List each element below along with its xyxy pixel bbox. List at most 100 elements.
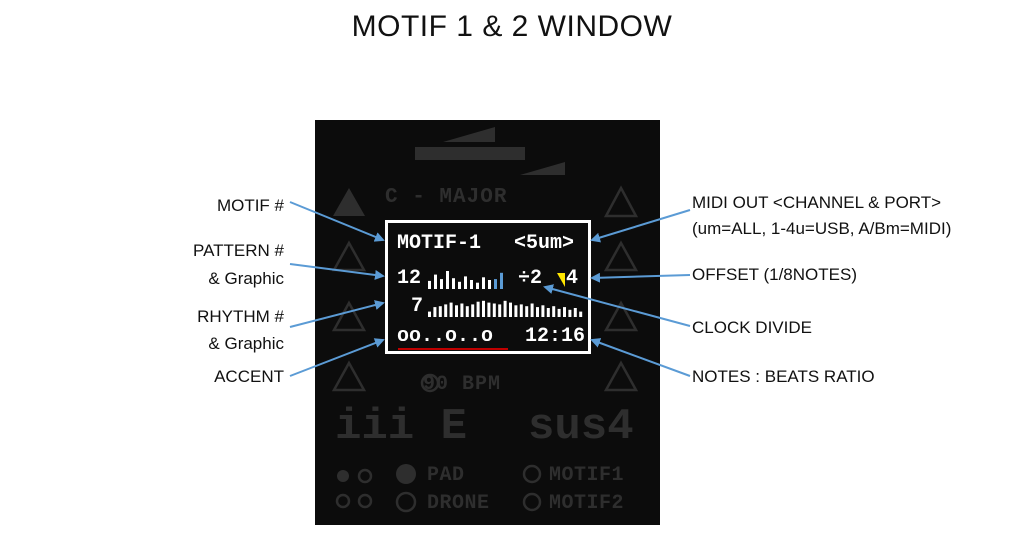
graphic-bar (438, 306, 442, 317)
motif2-button[interactable]: MOTIF2 (549, 492, 625, 515)
graphic-bar (492, 303, 496, 317)
graphic-bar (487, 302, 491, 317)
pattern-graphic (428, 271, 503, 289)
graphic-bar (498, 304, 502, 317)
graphic-bar (433, 307, 437, 317)
bpm-circle-icon (420, 373, 440, 393)
graphic-bar (573, 308, 577, 317)
triangle-outline-icon (331, 240, 367, 272)
midi-out-label: <5um> (514, 232, 575, 255)
rhythm-number: 7 (411, 295, 424, 318)
small-circle-filled-icon (337, 470, 349, 482)
triangle-outline-icon (331, 300, 367, 332)
graphic-bar (482, 277, 485, 289)
annot-offset: OFFSET (1/8NOTES) (692, 265, 857, 284)
device-decor (331, 127, 639, 513)
graphic-bar (509, 302, 512, 317)
graphic-bar (519, 304, 523, 317)
drone-button[interactable]: DRONE (427, 492, 490, 515)
pattern-number: 12 (397, 267, 422, 290)
bpm-label: 90 BPM (423, 373, 502, 396)
annot-clock: CLOCK DIVIDE (692, 318, 812, 337)
drone-circle-icon (395, 491, 417, 513)
triangle-outline-icon (603, 185, 639, 218)
oled-screen: MOTIF-1 <5um> 12 ÷2 4 7 oo..o..o 12:16 (385, 220, 591, 354)
graphic-bar (458, 281, 461, 289)
small-circle-outline-icon (357, 468, 373, 484)
rhythm-graphic (428, 300, 583, 317)
annot-pattern-2: & Graphic (208, 269, 284, 288)
graphic-bar (500, 272, 503, 289)
triangle-outline-icon (603, 240, 639, 272)
graphic-bar (552, 306, 556, 317)
graphic-bar (446, 271, 449, 289)
scale-label: C - MAJOR (385, 186, 508, 209)
arrow-rhythm (289, 300, 385, 328)
graphic-bar (464, 276, 467, 289)
graphic-bar (514, 305, 518, 317)
graphic-bar (428, 311, 431, 317)
graphic-bar (541, 305, 545, 317)
graphic-bar (434, 274, 437, 289)
offset-marker-icon (557, 273, 565, 287)
triangle-outline-icon (603, 360, 639, 392)
graphic-bar (530, 303, 534, 317)
graphic-bar (557, 308, 561, 317)
graphic-bar (525, 306, 529, 317)
arrow-motif (289, 201, 385, 242)
accent-pattern: oo..o..o (397, 325, 494, 348)
graphic-bar (503, 300, 507, 317)
arrow-midi (590, 209, 691, 243)
graphic-bar (452, 278, 455, 289)
motif-number: MOTIF-1 (397, 232, 482, 255)
arrow-accent (289, 338, 385, 377)
small-circle-outline-icon (357, 493, 373, 509)
graphic-bar (440, 279, 443, 289)
annot-accent: ACCENT (214, 367, 284, 386)
annot-pattern-1: PATTERN # (193, 241, 284, 260)
graphic-bar (460, 303, 464, 317)
graphic-bar (482, 300, 485, 317)
arrow-pattern (289, 263, 385, 280)
pad-button[interactable]: PAD (427, 464, 465, 487)
graphic-bar (579, 311, 583, 317)
graphic-bar (536, 307, 539, 317)
arrow-offset (590, 272, 691, 283)
triangle-outline-icon (331, 360, 367, 392)
graphic-bar (476, 301, 480, 317)
annot-notes: NOTES : BEATS RATIO (692, 367, 875, 386)
graphic-bar (546, 308, 550, 317)
annot-rhythm-2: & Graphic (208, 334, 284, 353)
triangle-filled-icon (333, 188, 365, 216)
graphic-bar (449, 302, 453, 317)
slider-wedge-icon (520, 162, 565, 175)
annot-midi-2: (um=ALL, 1-4u=USB, A/Bm=MIDI) (692, 219, 952, 238)
graphic-bar (470, 280, 473, 289)
pad-circle-icon (396, 464, 416, 484)
slider-wedge-icon (443, 127, 495, 142)
graphic-bar (428, 280, 431, 289)
graphic-bar (471, 304, 475, 317)
chord-right-label: sus4 (528, 402, 634, 452)
chord-left-label: iii E (335, 402, 468, 452)
page-title: MOTIF 1 & 2 WINDOW (351, 10, 673, 43)
graphic-bar (455, 305, 458, 317)
graphic-bar (465, 306, 469, 317)
motif2-circle-icon (522, 492, 542, 512)
motif1-circle-icon (522, 464, 542, 484)
accent-underline (398, 348, 508, 350)
notes-beats-ratio: 12:16 (525, 325, 586, 348)
annot-midi-1: MIDI OUT <CHANNEL & PORT> (692, 193, 942, 212)
motif1-button[interactable]: MOTIF1 (549, 464, 625, 487)
graphic-bar (568, 309, 572, 317)
slider-bar-icon (415, 147, 525, 160)
small-circle-outline-icon (335, 493, 351, 509)
clock-divide-label: ÷2 (518, 267, 543, 290)
offset-value: 4 (566, 267, 579, 290)
triangle-outline-icon (603, 300, 639, 332)
device-panel: C - MAJOR 90 BPM iii E sus4 PAD DRONE MO… (315, 120, 660, 525)
graphic-bar (494, 279, 497, 289)
graphic-bar (444, 304, 448, 317)
graphic-bar (488, 280, 491, 289)
